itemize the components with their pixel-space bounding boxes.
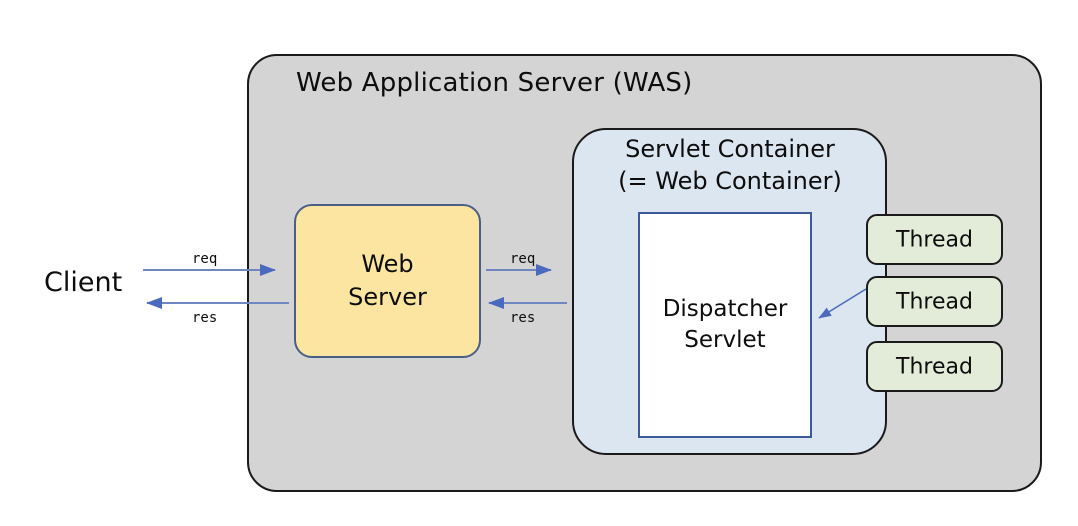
web-server-box: Web Server — [294, 204, 481, 358]
servlet-container-title-line1: Servlet Container — [625, 135, 835, 163]
thread-box-2: Thread — [866, 276, 1003, 327]
servlet-container-title-line2: (= Web Container) — [618, 167, 842, 195]
thread-box-3: Thread — [866, 341, 1003, 392]
web-server-label: Web Server — [296, 248, 479, 314]
flow-label-req-container: req — [510, 251, 536, 267]
web-server-label-line2: Server — [348, 283, 427, 311]
dispatcher-servlet-label-line1: Dispatcher — [662, 296, 788, 322]
dispatcher-servlet-label: Dispatcher Servlet — [640, 294, 810, 356]
was-title-label: Web Application Server (WAS) — [296, 68, 693, 98]
dispatcher-servlet-box: Dispatcher Servlet — [638, 212, 812, 438]
client-label: Client — [44, 267, 123, 298]
flow-label-res-container: res — [510, 310, 536, 326]
flow-label-req-client: req — [192, 251, 218, 267]
web-server-label-line1: Web — [361, 250, 414, 278]
dispatcher-servlet-label-line2: Servlet — [684, 327, 766, 353]
flow-label-res-client: res — [192, 310, 218, 326]
thread-label-1: Thread — [896, 227, 973, 252]
servlet-container-title-label: Servlet Container (= Web Container) — [580, 133, 880, 197]
thread-label-3: Thread — [896, 354, 973, 379]
thread-box-1: Thread — [866, 214, 1003, 265]
thread-label-2: Thread — [896, 289, 973, 314]
